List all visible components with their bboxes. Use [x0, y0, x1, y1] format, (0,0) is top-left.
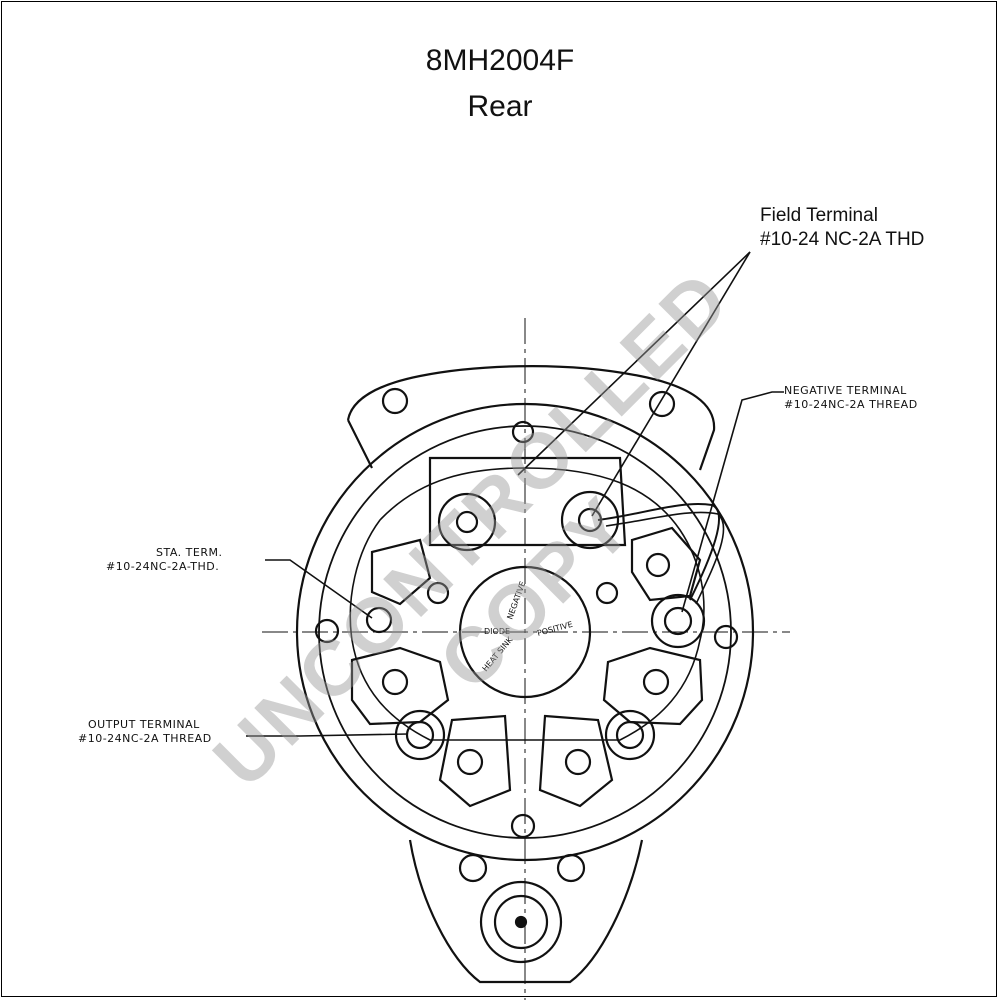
- pivot-center: [514, 915, 528, 929]
- field-terminal-label-line2: #10-24 NC-2A THD: [760, 229, 925, 250]
- negative-terminal-label-line1: NEGATIVE TERMINAL: [784, 384, 907, 397]
- foot-hole-right: [556, 853, 586, 883]
- field-wire-2: [605, 511, 725, 605]
- screw-right: [595, 581, 619, 605]
- mounting-ear-outline: [346, 365, 716, 471]
- output-terminal-label-line1: OUTPUT TERMINAL: [88, 718, 200, 731]
- diode-bottom-left: [456, 748, 484, 776]
- housing-bolt-bottom: [510, 813, 536, 839]
- negative-terminal-boss: [650, 593, 706, 649]
- ear-hole-right: [648, 390, 676, 418]
- brush-screw-left: [455, 510, 479, 534]
- ear-hole-left: [381, 387, 409, 415]
- field-terminal-label-line1: Field Terminal: [760, 205, 878, 226]
- diode-left-upper: [381, 668, 409, 696]
- negative-leader: [681, 391, 784, 613]
- sta-terminal-label: STA. TERM. #10-24NC-2A-THD.: [106, 546, 222, 574]
- negative-terminal-label-line2: #10-24NC-2A THREAD: [784, 398, 918, 411]
- part-number-title: 8MH2004F: [425, 44, 575, 77]
- housing-bolt-top: [511, 420, 535, 444]
- sta-terminal-pad: [370, 538, 432, 606]
- pivot-boss-inner: [493, 894, 549, 950]
- diode-pad-left-upper: [350, 646, 450, 726]
- diode-right-upper: [642, 668, 670, 696]
- field-leader-1: [517, 251, 751, 476]
- view-subtitle: Rear: [467, 90, 533, 123]
- housing-bolt-right: [713, 624, 739, 650]
- field-leader-2: [591, 251, 751, 517]
- diode-pad-right-upper: [602, 646, 704, 726]
- sta-leader: [265, 559, 373, 619]
- sta-terminal-label-line1: STA. TERM.: [156, 546, 223, 559]
- ear-left-edge: [347, 419, 373, 469]
- brush-holder-plate: [428, 456, 627, 547]
- foot-hole-left: [458, 853, 488, 883]
- housing-bolt-left: [314, 618, 340, 644]
- terminal-stud-right: [615, 720, 645, 750]
- diode-pad-bottom-right: [538, 714, 614, 808]
- field-terminal-boss: [560, 490, 620, 550]
- output-terminal-label: OUTPUT TERMINAL #10-24NC-2A THREAD: [78, 718, 212, 746]
- negative-terminal-stud: [663, 606, 693, 636]
- output-terminal-label-line2: #10-24NC-2A THREAD: [78, 732, 212, 745]
- diode-right-top: [645, 552, 671, 578]
- sta-terminal-label-line2: #10-24NC-2A-THD.: [106, 560, 220, 573]
- output-terminal-stud: [405, 720, 435, 750]
- output-leader: [246, 733, 409, 737]
- diode-pad-right-top: [630, 526, 702, 602]
- diode-pad-bottom-left: [438, 714, 512, 808]
- terminal-boss-right: [604, 709, 656, 761]
- screw-left: [426, 581, 450, 605]
- negative-terminal-label: NEGATIVE TERMINAL #10-24NC-2A THREAD: [784, 384, 918, 412]
- pivot-boss-outer: [479, 880, 563, 964]
- diode-bottom-right: [564, 748, 592, 776]
- sta-terminal-stud: [365, 606, 393, 634]
- brush-boss-left: [437, 492, 497, 552]
- field-terminal-label: Field Terminal #10-24 NC-2A THD: [760, 204, 924, 252]
- plate-text-diode: DIODE: [484, 627, 510, 636]
